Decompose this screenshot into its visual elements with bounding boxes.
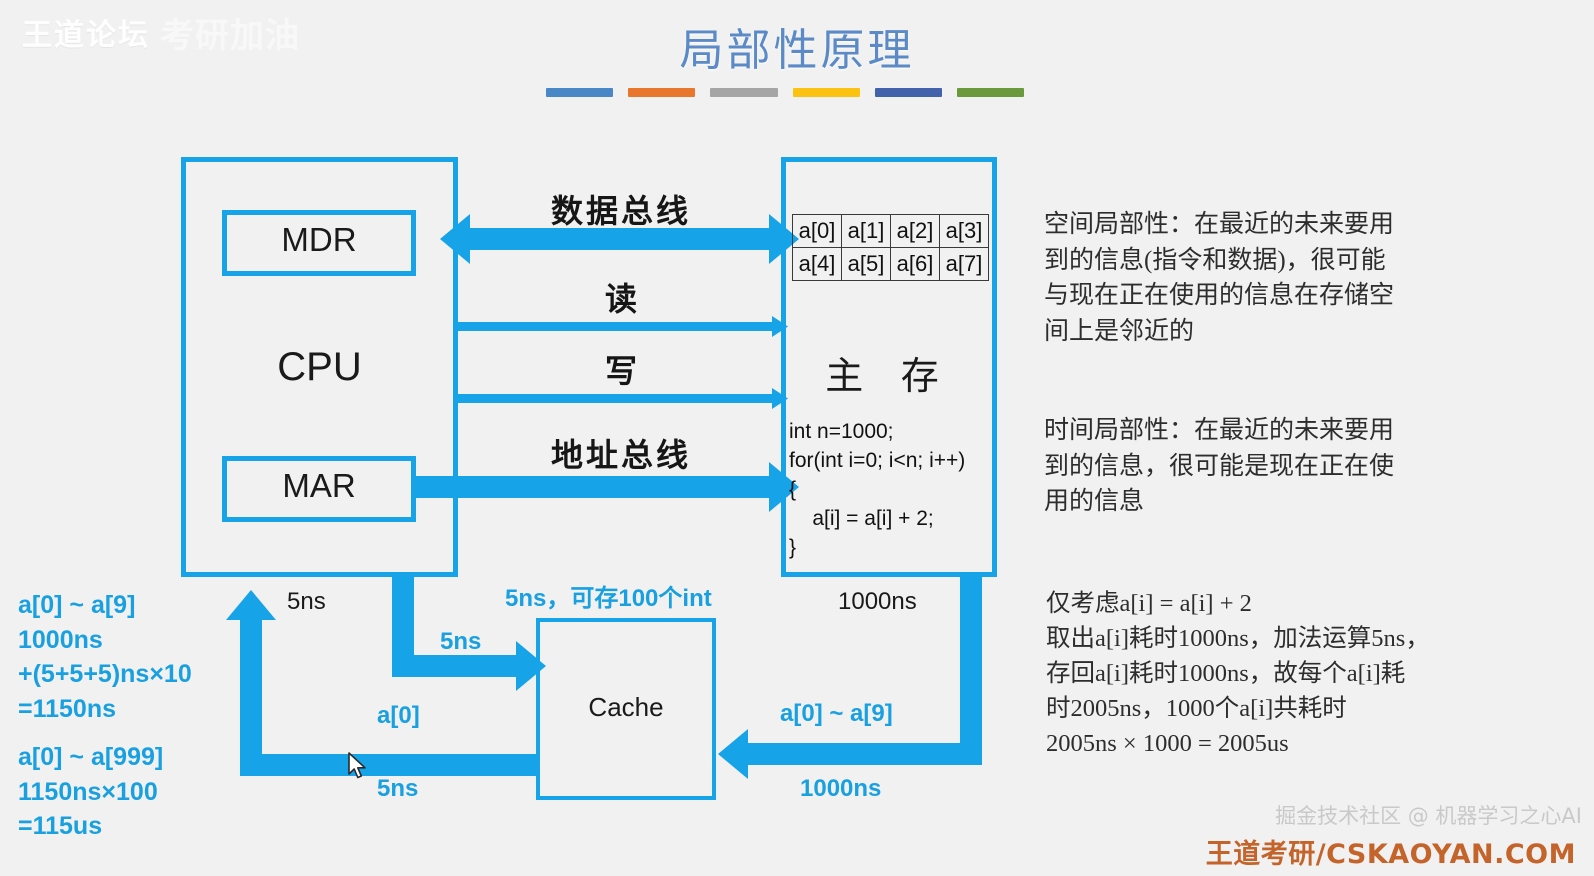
left-note-block-1: a[0] ~ a[9] 1000ns +(5+5+5)ns×10 =1150ns [18,591,192,723]
memory-cell: a[4] [792,247,842,281]
left-note-block-2: a[0] ~ a[999] 1150ns×100 =115us [18,743,164,840]
memory-cell: a[1] [841,214,891,248]
mar-register-box [222,456,416,522]
title-rule-bar-5 [874,88,942,97]
annotation-cache-in-5ns: 5ns [440,628,482,655]
data-bus-label: 数据总线 [550,193,691,229]
title-rule-bars [546,88,1025,100]
memory-cell: a[2] [890,214,940,248]
main-memory-label: 主 存 [825,356,953,398]
cache-spec-note: 5ns，可存100个int [505,585,712,612]
mouse-cursor-icon [348,752,366,779]
page-title: 局部性原理 [679,26,915,75]
annotation-cpu-up-5ns: 5ns [287,588,326,615]
annotation-cache-out-5ns: 5ns [377,775,419,802]
memory-cell: a[6] [890,247,940,281]
temporal-locality-text: 时间局部性：在最近的未来要用 到的信息，很可能是现在正在使 用的信息 [1044,417,1395,515]
cache-block [536,618,716,800]
mar-label: MAR [282,467,356,504]
cpu-block [181,157,458,577]
watermark-bottom-gray: 掘金技术社区 @ 机器学习之心AI [1275,804,1582,828]
memory-array-table: a[0] a[1] a[2] a[3] a[4] a[5] a[6] a[7] [792,214,989,281]
watermark-bottom-brand: 王道考研/CSKAOYAN.COM [1205,839,1576,870]
memory-cell: a[0] [792,214,842,248]
table-row: a[4] a[5] a[6] a[7] [792,247,989,281]
title-rule-bar-3 [710,88,778,97]
table-row: a[0] a[1] a[2] a[3] [792,214,989,248]
annotation-mem-out-1000ns: 1000ns [838,588,917,615]
watermark-top-left: 王道论坛 [22,18,150,53]
annotation-cache-out-a0: a[0] [377,702,420,729]
annotation-mem-to-cache-1000ns: 1000ns [800,775,882,802]
cpu-label: CPU [277,345,362,389]
title-rule-bar-4 [792,88,860,97]
cache-to-cpu-arrow [226,590,537,776]
read-label: 读 [604,281,637,317]
write-label: 写 [604,353,637,389]
cache-label: Cache [588,692,664,722]
mdr-register-box [222,210,416,276]
memory-cell: a[5] [841,247,891,281]
mdr-label: MDR [281,221,357,258]
title-rule-bar-2 [628,88,696,97]
watermark-top-left-secondary: 考研加油 [160,16,300,56]
annotation-mem-to-cache-range: a[0] ~ a[9] [780,700,893,727]
memory-cell: a[7] [939,247,989,281]
timing-calculation-text: 仅考虑a[i] = a[i] + 2 取出a[i]耗时1000ns，加法运算5n… [1046,590,1430,758]
memory-cell: a[3] [939,214,989,248]
title-rule-bar-6 [956,88,1025,97]
main-memory-block [781,157,997,577]
memory-code-snippet: int n=1000; for(int i=0; i<n; i++) { a[i… [789,420,966,559]
title-rule-bar-1 [546,88,614,97]
spatial-locality-text: 空间局部性：在最近的未来要用 到的信息(指令和数据)，很可能 与现在正在使用的信… [1044,211,1395,345]
address-bus-label: 地址总线 [550,437,691,473]
